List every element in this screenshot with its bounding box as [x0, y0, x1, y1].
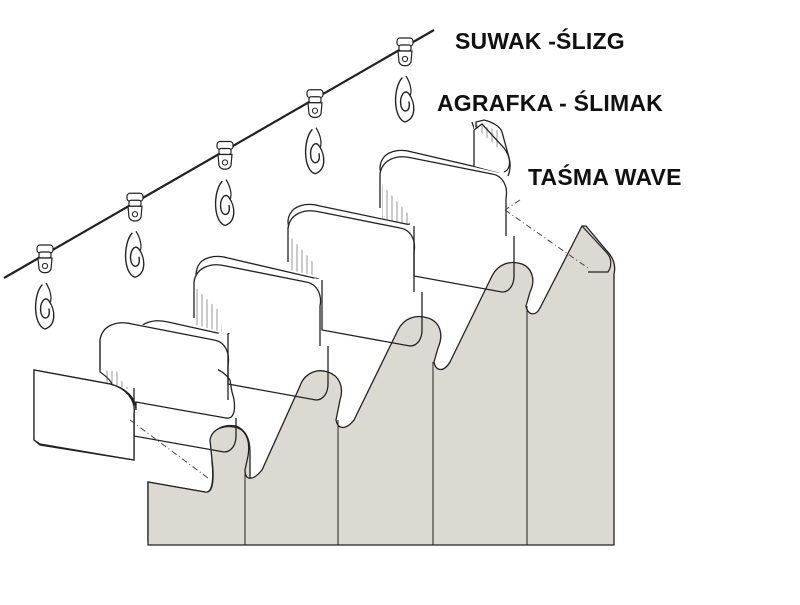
wave-tape — [33, 119, 515, 461]
tape-segment — [227, 334, 329, 401]
tape-segment — [473, 123, 511, 177]
tape-left-band — [33, 369, 135, 461]
tape-segment — [413, 226, 515, 293]
slider-icon — [126, 192, 144, 222]
tape-label: TAŚMA WAVE — [528, 164, 682, 190]
slider-icon — [396, 37, 414, 67]
tape-segment — [379, 156, 508, 236]
hook-icon — [34, 282, 55, 330]
slider-icon — [216, 140, 234, 170]
slider-icon — [306, 89, 324, 119]
tape-wave — [33, 119, 511, 419]
hook-label: AGRAFKA - ŚLIMAK — [437, 90, 663, 116]
slider-group — [36, 37, 414, 274]
tape-left-band-fold — [99, 340, 113, 385]
curtain-wave-outline — [147, 225, 616, 546]
curtain-fabric — [147, 225, 616, 546]
tape-segment — [133, 388, 237, 453]
tape-segment — [193, 264, 322, 346]
leader-line-right — [504, 209, 589, 269]
slider-icon — [36, 244, 54, 274]
hook-icon — [394, 75, 415, 123]
curtain-top-edge — [581, 225, 612, 273]
hook-icon — [214, 179, 235, 227]
tape-wave-fill — [100, 126, 505, 403]
slider-label: SUWAK -ŚLIZG — [455, 28, 625, 54]
tape-segment — [321, 280, 423, 347]
leader-line-label — [504, 199, 521, 211]
hook-icon — [304, 127, 325, 175]
leader-line-left — [129, 419, 209, 479]
hook-icon — [124, 230, 145, 278]
hook-group — [34, 75, 415, 330]
leader-lines — [129, 199, 589, 479]
